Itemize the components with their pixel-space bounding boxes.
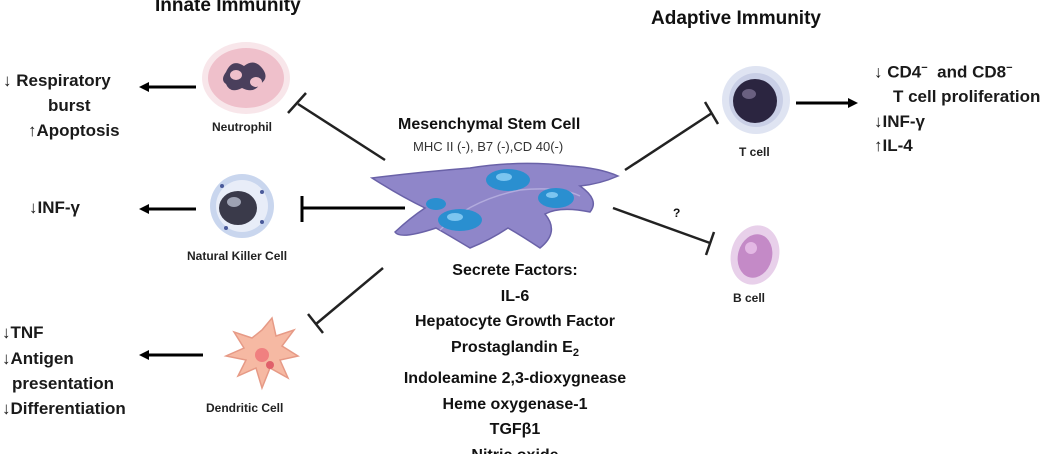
nk-effect-infg: ↓INF-γ [29,198,80,217]
bcell-inhibition-bar [704,231,716,256]
factor-hgf: Hepatocyte Growth Factor [414,313,616,330]
msc-markers: MHC II (-), B7 (-),CD 40(-) [413,139,564,154]
factor-pge2-text: Prostaglandin E [451,338,573,356]
b-cell-label: B cell [733,291,766,305]
dendritic-effect-presentation: presentation [12,374,115,393]
secreted-factors-block: Secrete Factors: IL-6 Hepatocyte Growth … [365,258,665,454]
tcell-inhibition-bar [703,101,720,125]
factor-tgfb1: TGFβ1 [489,421,541,439]
dendritic-effect-antigen: ↓Antigen [2,349,74,368]
dendritic-effect-tnf: ↓TNF [2,323,44,342]
tcell-effect-cd4-cd8: ↓ CD4− and CD8− [874,62,1013,82]
cd4-superscript: − [921,62,928,74]
dendritic-cell-icon [223,316,300,391]
neutrophil-label: Neutrophil [212,120,272,134]
tcell-effect-infg: ↓INF-γ [874,112,925,131]
adaptive-immunity-heading: Adaptive Immunity [651,8,821,29]
neutrophil-inhibition-bar [287,92,307,114]
factor-ido: Indoleamine 2,3-dioxygnease [403,370,627,388]
msc-neutrophil-inhibition [297,102,386,162]
neutrophil-effect-respiratory: ↓ Respiratory [3,71,111,90]
natural-killer-cell-label: Natural Killer Cell [187,249,288,263]
factor-pge2: Prostaglandin E2 [365,335,665,367]
msc-title: Mesenchymal Stem Cell [398,116,581,133]
factor-il6: IL-6 [500,287,530,305]
neutrophil-effect-apoptosis: ↑Apoptosis [28,121,120,140]
innate-immunity-heading: Innate Immunity [155,0,301,16]
t-cell-icon [722,66,790,134]
factor-ho1: Heme oxygenase-1 [442,395,588,413]
mesenchymal-stem-cell-icon [369,162,620,249]
neutrophil-effect-burst: burst [48,96,91,115]
t-cell-label: T cell [739,145,770,159]
bcell-question-mark: ? [673,206,681,220]
tcell-effect-il4: ↑IL-4 [874,136,913,155]
natural-killer-cell-icon [210,174,274,238]
factor-nitric-oxide: Nitric oxide [365,443,665,454]
tcell-effect-proliferation: T cell proliferation [893,87,1041,106]
dendritic-cell-label: Dendritic Cell [206,401,284,415]
secrete-factors-title: Secrete Factors: [452,262,578,279]
msc-tcell-inhibition [624,111,713,172]
msc-dendritic-inhibition [315,267,384,325]
msc-bcell-inhibition [612,206,711,245]
dendritic-inhibition-bar [307,313,324,334]
factor-pge2-subscript: 2 [572,346,579,359]
tcell-effect-cd4: ↓ CD4 [874,62,922,82]
neutrophil-icon [202,42,290,114]
b-cell-icon [730,225,780,285]
cd8-superscript: − [1006,62,1013,74]
tcell-effect-cd8: and CD8 [927,62,1007,82]
dendritic-effect-differentiation: ↓Differentiation [2,399,126,418]
